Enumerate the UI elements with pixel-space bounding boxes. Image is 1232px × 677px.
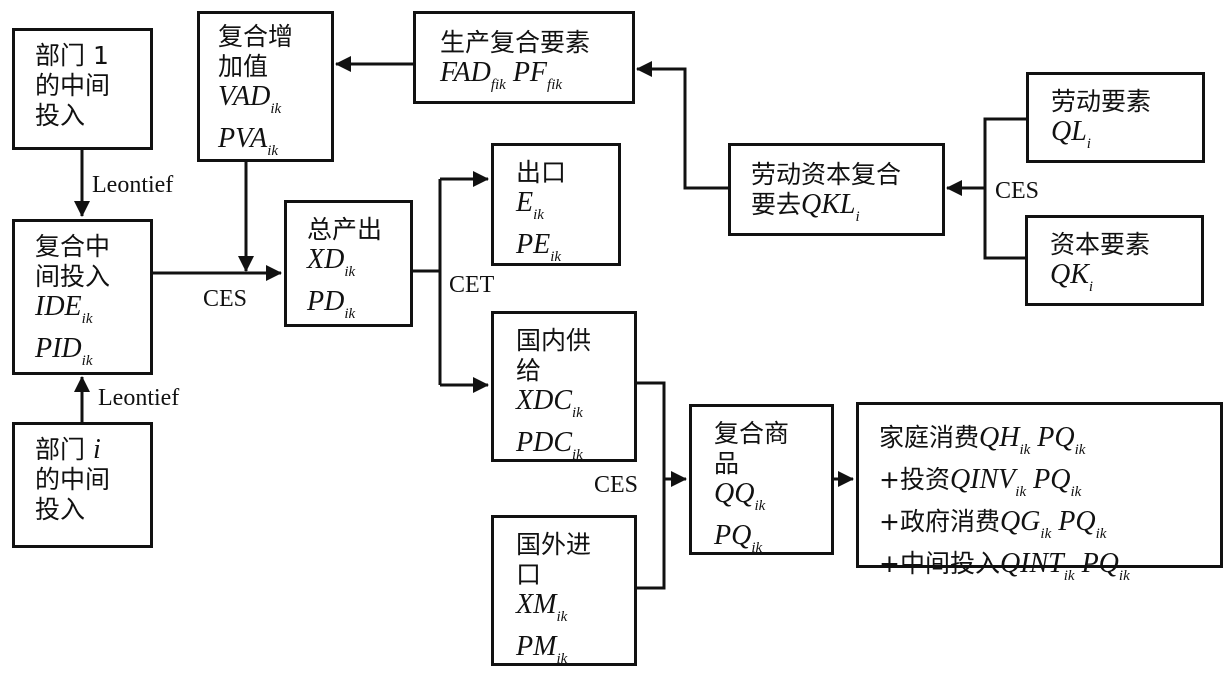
variable-PQ: PQik <box>714 520 763 557</box>
node-text: 劳动要素 <box>1051 87 1152 116</box>
node-text: 生产复合要素 <box>440 28 591 57</box>
node-total-output: 总产出 XDik PDik <box>284 200 413 327</box>
variable-IDE: IDEik <box>35 291 93 328</box>
demand-row-intermediate: +中间投入QINTik PQik <box>879 548 1130 585</box>
node-capital-factor: 资本要素 QKi <box>1025 215 1204 306</box>
node-labor-factor: 劳动要素 QLi <box>1026 72 1205 163</box>
variable-QKL: QKLi <box>801 189 860 226</box>
variable-PDC: PDCik <box>516 427 583 464</box>
variable-E: Eik <box>516 187 544 224</box>
node-production-factor: 生产复合要素 FADfik PFfik <box>413 11 635 104</box>
node-text: 国内供 <box>516 326 592 355</box>
variable-PID: PIDik <box>35 333 93 370</box>
node-final-demand: 家庭消费QHik PQik +投资QINVik PQik +政府消费QGik P… <box>856 402 1223 584</box>
variable-PM: PMik <box>516 631 568 668</box>
variable-XDC: XDCik <box>516 385 583 422</box>
node-export: 出口 Eik PEik <box>491 143 621 266</box>
node-text: 复合商 <box>714 419 790 448</box>
node-text: 复合中 <box>35 232 111 261</box>
variable-VAD: VADik <box>218 81 282 118</box>
variable-XD: XDik <box>307 244 356 281</box>
variable-PE: PEik <box>516 229 562 266</box>
bracket-armington <box>636 381 666 590</box>
node-import: 国外进 口 XMik PMik <box>491 515 637 667</box>
node-labor-capital-composite: 劳动资本复合 要去QKLi <box>728 143 945 236</box>
node-text: 复合增 <box>218 22 294 51</box>
variable-QK: QKi <box>1050 259 1094 296</box>
node-text: 的中间 <box>35 465 111 494</box>
node-composite-intermediate: 复合中 间投入 IDEik PIDik <box>12 219 153 375</box>
node-text: 出口 <box>516 158 567 187</box>
node-domestic-supply: 国内供 给 XDCik PDCik <box>491 311 637 463</box>
label-ces-armington: CES <box>594 472 639 498</box>
variable-QQ: QQik <box>714 478 766 515</box>
node-composite-commodity: 复合商 品 QQik PQik <box>689 404 834 556</box>
node-text: 口 <box>516 560 542 589</box>
node-text: 部门 1 <box>35 41 109 70</box>
node-text: 要去 <box>751 190 802 219</box>
node-text: 总产出 <box>307 215 383 244</box>
node-text: 加值 <box>218 52 269 81</box>
node-text: 资本要素 <box>1050 230 1151 259</box>
node-text: 部门 <box>35 435 93 464</box>
label-ces-output: CES <box>203 286 248 312</box>
node-text: 品 <box>714 449 740 478</box>
arrow-laborcapital-to-factor <box>636 61 728 190</box>
node-text: 给 <box>516 356 542 385</box>
variable-QL: QLi <box>1051 116 1091 153</box>
variables: FADfik PFfik <box>440 57 563 94</box>
label-leontief-top: Leontief <box>92 172 174 198</box>
variable-PVA: PVAik <box>218 123 279 160</box>
variable-PD: PDik <box>307 286 356 323</box>
demand-row-household: 家庭消费QHik PQik <box>879 422 1086 459</box>
node-composite-value-added: 复合增 加值 VADik PVAik <box>197 11 334 162</box>
label-cet: CET <box>449 272 495 298</box>
demand-row-government: +政府消费QGik PQik <box>879 506 1107 543</box>
variable-i: i <box>92 434 101 465</box>
label-leontief-bottom: Leontief <box>98 385 180 411</box>
node-text: 间投入 <box>35 262 111 291</box>
label-ces-factors: CES <box>995 178 1040 204</box>
node-text: 投入 <box>35 101 86 130</box>
variable-XM: XMik <box>516 589 568 626</box>
node-text: 国外进 <box>516 530 592 559</box>
demand-row-investment: +投资QINVik PQik <box>879 464 1082 501</box>
node-sector1-input: 部门 1 的中间 投入 <box>12 28 153 150</box>
node-text: 投入 <box>35 495 86 524</box>
node-text: 劳动资本复合 <box>751 160 902 189</box>
node-text: 的中间 <box>35 71 111 100</box>
node-sectori-input: 部门 i 的中间 投入 <box>12 422 153 548</box>
